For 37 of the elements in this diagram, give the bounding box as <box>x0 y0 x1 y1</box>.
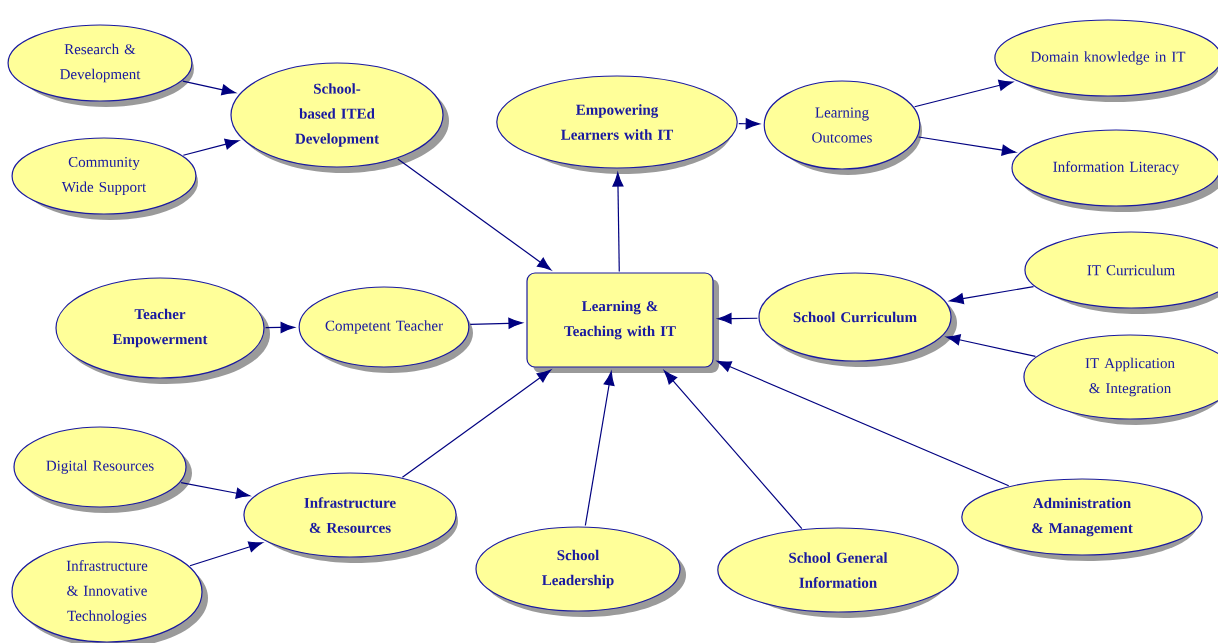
ellipse-node: Infrastructure & Resources <box>243 472 458 563</box>
ellipse-node: School-based ITEd Development <box>230 62 449 173</box>
ellipse-node: Domain knowledge in IT <box>994 19 1218 102</box>
ellipse-node: IT Curriculum <box>1024 231 1218 314</box>
arrow <box>180 481 251 499</box>
arrow <box>946 334 1037 357</box>
ellipse-node: Digital Resources <box>13 426 192 513</box>
ellipse-node: School General Information <box>717 527 959 618</box>
arrow <box>397 158 552 271</box>
arrow <box>265 321 295 334</box>
arrow <box>949 286 1035 305</box>
arrow <box>612 172 624 272</box>
arrow <box>584 371 615 527</box>
process-box: Learning & Teaching with IT <box>526 272 719 373</box>
ellipse-node: Competent Teacher <box>298 286 473 373</box>
ellipse-node: Empowering Learners with IT <box>496 75 738 174</box>
arrow <box>663 370 803 530</box>
ellipse-node: Infrastructure & Innovative Technologies <box>11 541 208 643</box>
ellipse-node: School Curriculum <box>758 272 957 367</box>
ellipse-node: IT Application & Integration <box>1023 334 1218 425</box>
arrow <box>189 541 263 567</box>
arrow <box>917 136 1016 156</box>
arrow <box>717 360 1010 487</box>
arrow <box>401 369 552 478</box>
arrow <box>182 80 236 96</box>
ellipse-node: Community Wide Support <box>11 137 198 220</box>
ellipse-node: Teacher Empowerment <box>55 277 270 384</box>
ellipse-node: Administration & Management <box>961 478 1203 561</box>
ellipse-node: School Leadership <box>475 526 686 617</box>
arrow <box>914 79 1013 108</box>
ellipse-node: Research & Development <box>7 24 194 107</box>
ellipse-node: Learning Outcomes <box>763 80 922 175</box>
arrow <box>469 317 523 329</box>
ellipse-node: Information Literacy <box>1011 129 1218 212</box>
arrow <box>182 138 240 156</box>
arrow <box>717 313 759 325</box>
arrow <box>738 118 760 130</box>
